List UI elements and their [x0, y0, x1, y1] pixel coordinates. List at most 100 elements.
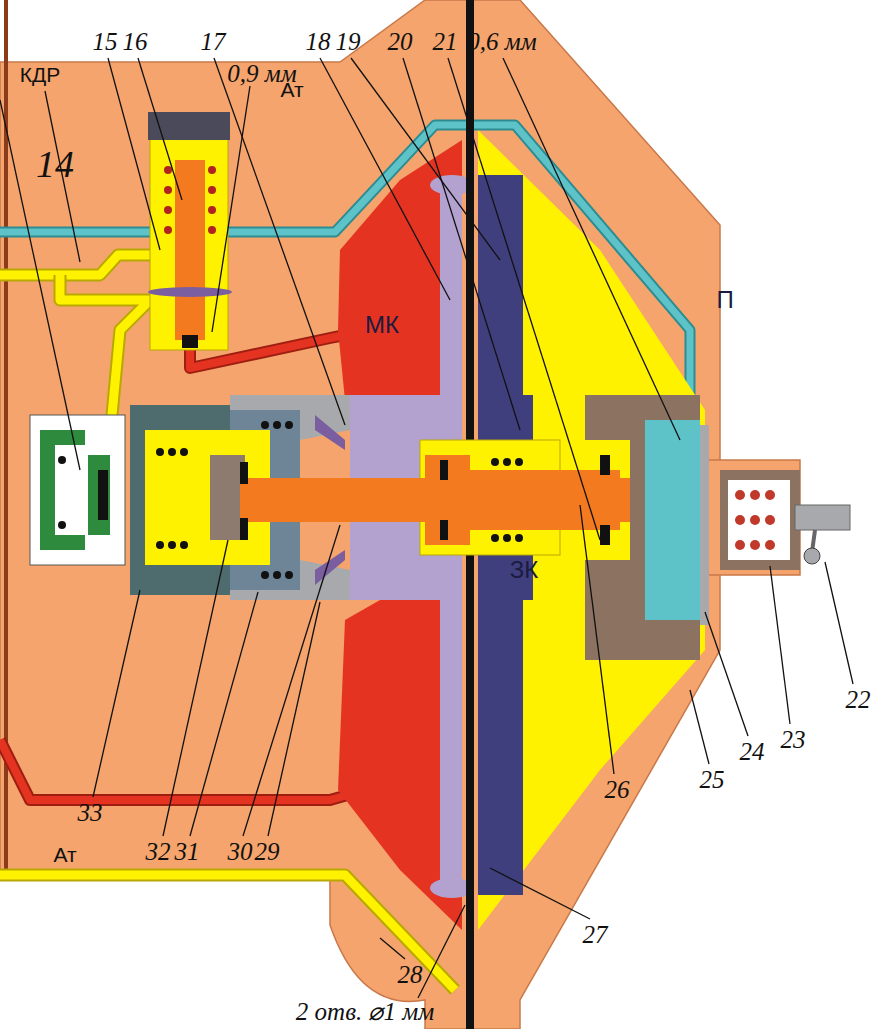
- springs: [491, 458, 499, 466]
- leader-line: [163, 540, 228, 836]
- callout-number: 19: [336, 28, 361, 56]
- leader-line: [580, 505, 614, 774]
- callout-number: 22: [846, 686, 871, 714]
- springs: [168, 448, 176, 456]
- springs: [285, 571, 293, 579]
- left-valve-assembly: [40, 430, 85, 550]
- callout-number: 23: [781, 726, 806, 754]
- springs: [273, 421, 281, 429]
- plug-and-lever: [795, 505, 850, 530]
- callout-number: 29: [255, 838, 280, 866]
- top-valve: [148, 112, 232, 350]
- springs: [285, 421, 293, 429]
- leader-line: [825, 562, 853, 684]
- springs: [156, 448, 164, 456]
- springs: [58, 456, 66, 464]
- leader-line: [690, 690, 709, 764]
- callout-number: 20: [388, 28, 413, 56]
- right-piston: [600, 455, 610, 475]
- left-valve-assembly: [88, 455, 110, 535]
- callout-number: 31: [175, 838, 200, 866]
- leader-line: [503, 58, 680, 440]
- top-valve: [164, 186, 172, 194]
- right-piston: [645, 420, 700, 620]
- left-valve-assembly: [240, 462, 248, 484]
- plug-and-lever: [720, 470, 850, 570]
- left-valve-assembly: [210, 455, 245, 540]
- left-valve-assembly: [240, 478, 440, 522]
- leader-line: [770, 566, 790, 724]
- top-valve: [164, 166, 216, 234]
- top-valve: [175, 160, 205, 340]
- leader-line: [214, 58, 345, 425]
- air-channels: [0, 875, 455, 990]
- springs: [180, 541, 188, 549]
- air-channels: [60, 275, 150, 415]
- springs: [491, 534, 499, 542]
- top-valve: [148, 112, 230, 140]
- leader-line: [320, 58, 450, 300]
- leader-line: [0, 100, 80, 470]
- leader-line: [490, 868, 590, 919]
- top-valve: [208, 206, 216, 214]
- right-piston: [585, 395, 700, 660]
- pipe-label: КДР: [20, 63, 60, 86]
- air-channels: [0, 255, 150, 275]
- leader-line: [243, 525, 340, 836]
- left-valve-assembly: [30, 415, 125, 565]
- chamber-label: П: [716, 287, 733, 313]
- plug-and-lever: [720, 470, 800, 570]
- springs: [180, 448, 188, 456]
- springs: [503, 458, 511, 466]
- callout-number: 25: [700, 766, 725, 794]
- plug-and-lever: [735, 490, 745, 500]
- callout-number: 30: [228, 838, 253, 866]
- plug-and-lever: [765, 515, 775, 525]
- dimension-label: 0,6 мм: [467, 28, 536, 56]
- springs: [515, 458, 523, 466]
- left-valve-assembly: [440, 520, 448, 540]
- callout-number: 32: [146, 838, 171, 866]
- leader-line: [138, 58, 182, 200]
- air-channels: [60, 275, 150, 415]
- leader-line: [403, 58, 520, 430]
- leader-line: [93, 590, 140, 797]
- springs: [515, 534, 523, 542]
- plug-and-lever: [735, 515, 745, 525]
- top-valve: [150, 130, 228, 350]
- leader-line: [418, 905, 465, 998]
- callout-number: 18: [306, 28, 331, 56]
- plug-and-lever: [750, 490, 760, 500]
- springs: [261, 571, 269, 579]
- plug-and-lever: [728, 480, 790, 560]
- springs: [58, 521, 66, 529]
- plug-and-lever: [804, 548, 820, 564]
- top-valve: [148, 287, 232, 297]
- plug-and-lever: [750, 540, 760, 550]
- leader-line: [108, 58, 160, 250]
- leader-line: [380, 938, 405, 959]
- right-piston: [585, 395, 709, 660]
- top-valve: [208, 186, 216, 194]
- housing: [0, 0, 800, 1029]
- leader-line: [268, 602, 320, 836]
- callout-number: 15: [93, 28, 118, 56]
- top-valve: [182, 335, 198, 348]
- chamber-label: ЗК: [510, 557, 538, 583]
- leader-line: [351, 58, 500, 260]
- top-valve: [164, 166, 172, 174]
- left-valve-assembly: [30, 395, 650, 600]
- springs: [156, 541, 164, 549]
- callout-number: 21: [433, 28, 458, 56]
- air-channels: [0, 875, 455, 990]
- plug-and-lever: [750, 515, 760, 525]
- plug-and-lever: [765, 490, 775, 500]
- top-valve: [164, 226, 172, 234]
- springs: [273, 571, 281, 579]
- callout-number: 17: [201, 28, 226, 56]
- plug-and-lever: [735, 540, 745, 550]
- chambers: [338, 130, 705, 930]
